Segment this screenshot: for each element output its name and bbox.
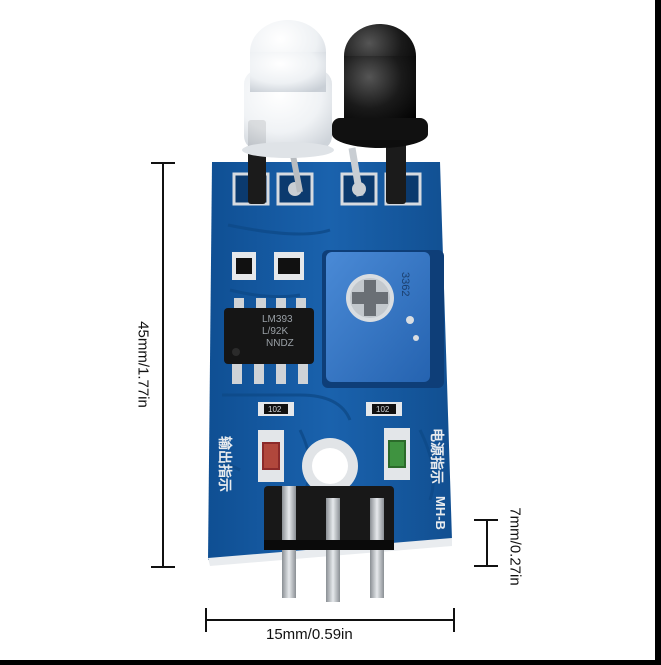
chip-text-line-3: NNDZ: [266, 338, 294, 349]
ir-receiver-led: [332, 24, 428, 204]
ir-emitter-led: [242, 20, 334, 204]
width-dimension-label: 15mm/0.59in: [266, 626, 353, 643]
pin-length-dimension-line: [474, 519, 498, 567]
potentiometer-marking: 3362: [399, 272, 411, 296]
output-indicator-led: [258, 430, 284, 482]
lm393-chip: [224, 298, 314, 384]
chip-text-line-1: LM393: [262, 314, 293, 325]
height-dimension-line: [151, 162, 175, 568]
resistor-label-right: 102: [376, 405, 390, 414]
model-silkscreen: MH-B: [433, 496, 448, 530]
output-indicator-silkscreen: 输出指示: [217, 436, 233, 492]
pin-length-dimension-label: 7mm/0.27in: [506, 507, 524, 586]
power-indicator-silkscreen: 电源指示: [429, 428, 445, 484]
chip-text-line-2: L/92K: [262, 326, 288, 337]
mounting-hole: [302, 438, 358, 494]
width-dimension-line: [205, 608, 455, 632]
potentiometer: [322, 250, 444, 388]
resistor-label-left: 102: [268, 405, 282, 414]
height-dimension-label: 45mm/1.77in: [134, 321, 152, 408]
header-pins: [264, 486, 394, 602]
smd-resistors-bottom: [258, 402, 402, 416]
smd-resistors-top: [232, 252, 304, 280]
power-indicator-led: [384, 428, 410, 480]
